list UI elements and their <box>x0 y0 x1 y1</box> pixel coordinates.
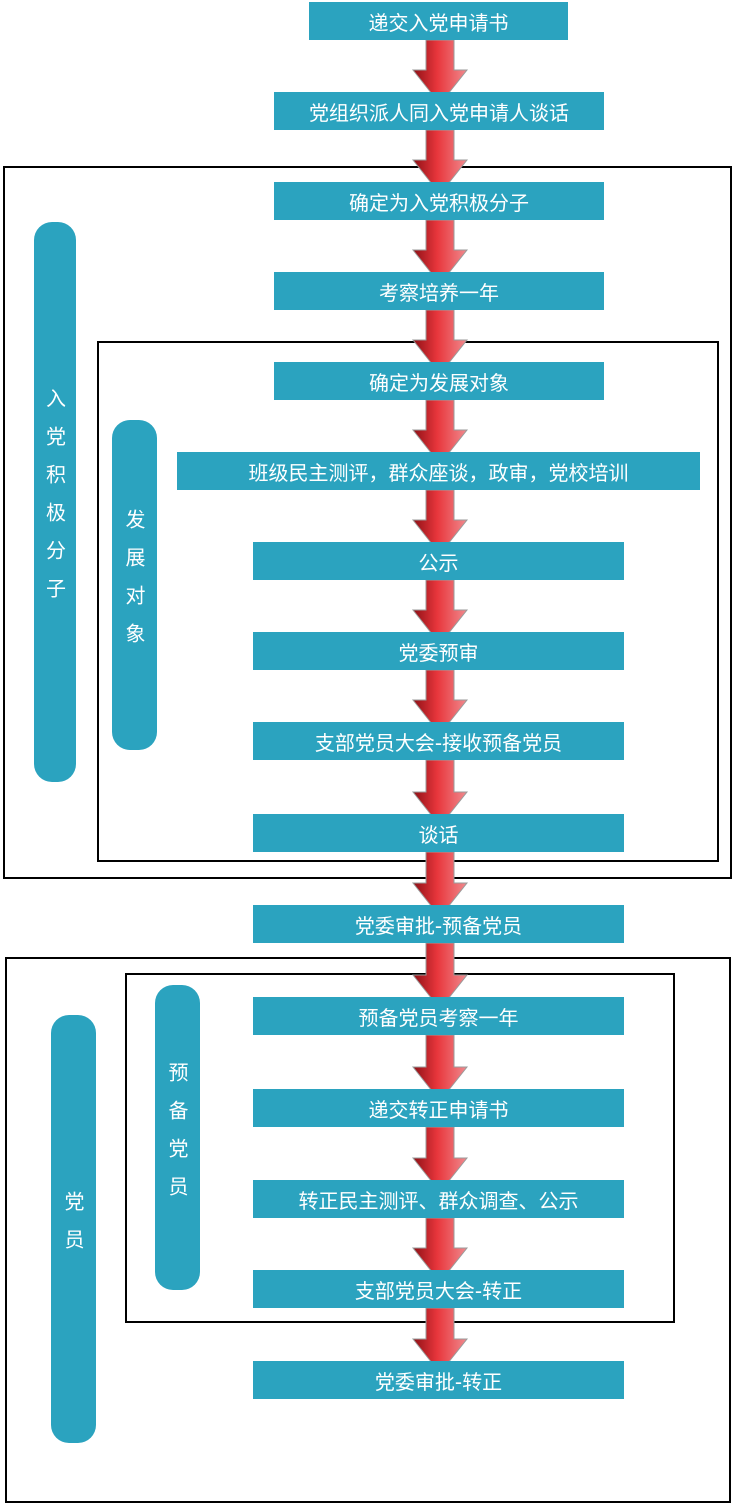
flow-arrow <box>411 219 469 285</box>
step-full-membership-evaluation: 转正民主测评、群众调查、公示 <box>253 1180 624 1218</box>
step-become-candidate: 确定为发展对象 <box>274 362 604 400</box>
candidate-stage-text: 发展对象 <box>122 509 146 661</box>
activist-stage-text: 入党积极分子 <box>42 388 67 616</box>
activist-stage-frame <box>3 166 732 879</box>
step-probation-year: 预备党员考察一年 <box>253 997 624 1035</box>
flow-arrow <box>411 1217 469 1283</box>
flow-arrow <box>411 309 469 375</box>
step-committee-pre-review: 党委预审 <box>253 632 624 670</box>
probationary-stage-frame <box>125 973 675 1323</box>
step-committee-approve-full: 党委审批-转正 <box>253 1361 624 1399</box>
flow-arrow <box>411 39 469 105</box>
flow-arrow <box>411 851 469 918</box>
step-evaluation-training: 班级民主测评，群众座谈，政审，党校培训 <box>177 452 700 490</box>
flow-arrow <box>411 1126 469 1193</box>
step-public-notice: 公示 <box>253 542 624 580</box>
member-stage-label: 党员 <box>51 1015 96 1443</box>
activist-stage-label: 入党积极分子 <box>34 222 76 782</box>
flow-arrow <box>411 129 469 195</box>
step-committee-approve-probationary: 党委审批-预备党员 <box>253 905 624 943</box>
member-stage-text: 党员 <box>61 1191 85 1267</box>
candidate-stage-label: 发展对象 <box>112 420 157 750</box>
member-stage-frame <box>5 957 731 1503</box>
step-become-activist: 确定为入党积极分子 <box>274 182 604 220</box>
probationary-stage-text: 预备党员 <box>165 1061 189 1214</box>
candidate-stage-frame <box>97 341 719 862</box>
flow-arrow <box>411 759 469 827</box>
flow-arrow <box>411 399 469 465</box>
step-party-talk: 党组织派人同入党申请人谈话 <box>274 92 604 130</box>
probationary-stage-label: 预备党员 <box>155 985 200 1290</box>
flow-arrow <box>411 579 469 645</box>
step-branch-meeting-full: 支部党员大会-转正 <box>253 1270 624 1308</box>
flow-arrow <box>411 1307 469 1374</box>
flow-arrow <box>411 1034 469 1102</box>
flow-arrow <box>411 942 469 1010</box>
flow-arrow <box>411 489 469 555</box>
step-submit-application: 递交入党申请书 <box>309 2 568 40</box>
step-talk: 谈话 <box>253 814 624 852</box>
step-one-year-training: 考察培养一年 <box>274 272 604 310</box>
step-branch-meeting-accept: 支部党员大会-接收预备党员 <box>253 722 624 760</box>
step-submit-full-membership: 递交转正申请书 <box>253 1089 624 1127</box>
flow-arrow <box>411 669 469 735</box>
